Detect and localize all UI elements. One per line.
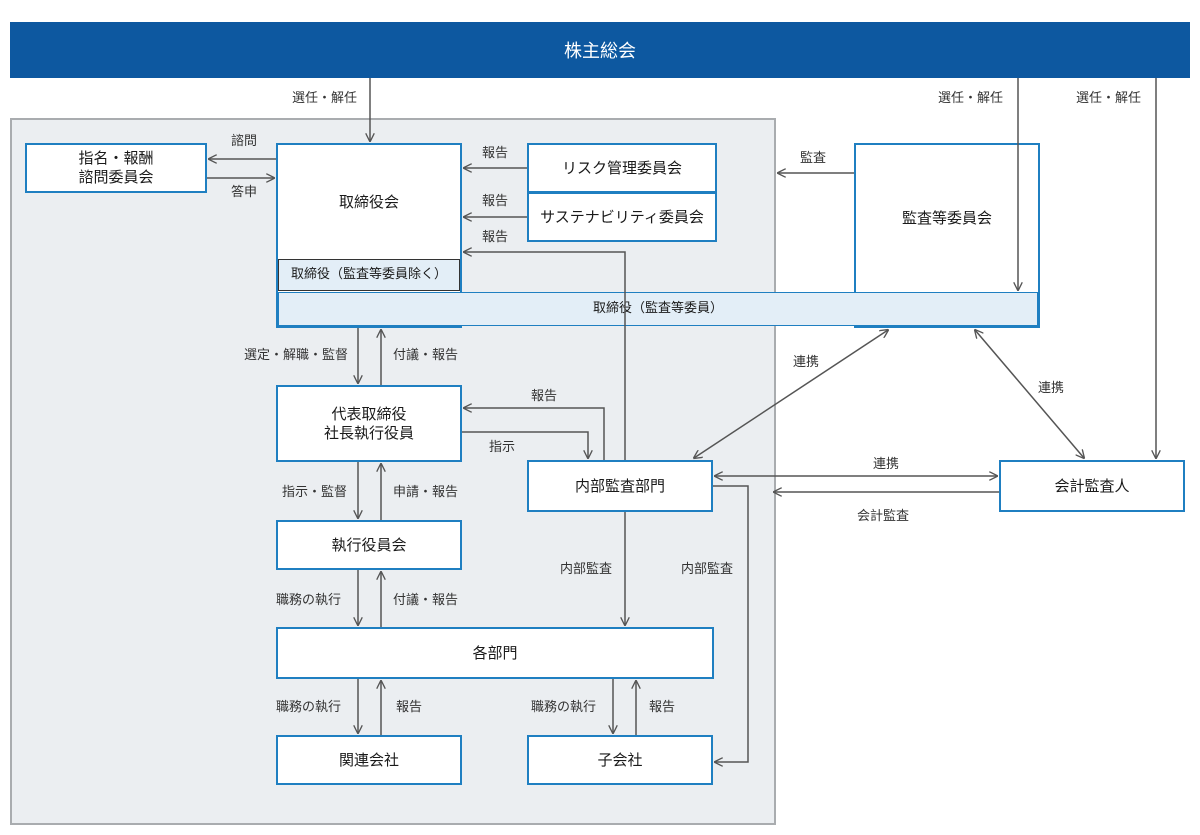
label-duty-exec-3: 職務の執行 [531, 700, 597, 715]
label-report-risk: 報告 [482, 146, 509, 161]
label-report-2: 報告 [396, 700, 423, 715]
affiliates: 関連会社 [276, 735, 462, 785]
label-refer-report-1: 付議・報告 [393, 348, 459, 363]
label-internal-audit-1: 内部監査 [560, 562, 613, 577]
label-elect-audit: 選任・解任 [938, 91, 1004, 106]
ceo: 代表取締役 社長執行役員 [276, 385, 462, 462]
label-elect-acct: 選任・解任 [1076, 91, 1142, 106]
instruct-ia-arrow [462, 431, 588, 458]
label-instruct-supervise: 指示・監督 [282, 485, 348, 500]
label-appoint: 選定・解職・監督 [244, 348, 349, 363]
label-duty-exec-2: 職務の執行 [276, 700, 342, 715]
subsidiaries: 子会社 [527, 735, 713, 785]
label-apply-report: 申請・報告 [393, 485, 459, 500]
coop-arrow-2 [975, 330, 1084, 458]
label-coop-2: 連携 [1038, 381, 1065, 396]
internal-audit-dept: 内部監査部門 [527, 460, 713, 512]
sustainability-committee: サステナビリティ委員会 [527, 192, 717, 242]
board-of-directors-label: 取締役会 [338, 193, 399, 211]
label-accounting-audit: 会計監査 [857, 509, 910, 524]
label-report-sustain: 報告 [482, 194, 509, 209]
directors-audit-members: 取締役（監査等委員） [278, 292, 1038, 326]
label-report-ceo: 報告 [531, 389, 558, 404]
label-coop-1: 連携 [793, 355, 820, 370]
directors-excl-audit: 取締役（監査等委員除く） [278, 259, 460, 291]
label-instruct-ia: 指示 [489, 440, 516, 455]
ia-ceo-report-arrow [464, 408, 605, 460]
accounting-auditor: 会計監査人 [999, 460, 1185, 512]
shareholders-meeting: 株主総会 [10, 22, 1190, 78]
departments: 各部門 [276, 627, 714, 679]
label-duty-exec-1: 職務の執行 [276, 593, 342, 608]
label-internal-audit-2: 内部監査 [681, 562, 734, 577]
label-answer: 答申 [231, 185, 258, 200]
executive-committee: 執行役員会 [276, 520, 462, 570]
label-coop-3: 連携 [873, 457, 900, 472]
label-report-ia-board: 報告 [482, 230, 509, 245]
coop-arrow-1 [694, 330, 888, 458]
ia-report-arrow [464, 252, 626, 460]
label-report-3: 報告 [649, 700, 676, 715]
nomination-committee: 指名・報酬 諮問委員会 [25, 143, 207, 193]
label-refer-report-2: 付議・報告 [393, 593, 459, 608]
label-consult: 諮問 [231, 134, 258, 149]
label-audit: 監査 [800, 151, 827, 166]
label-elect-board: 選任・解任 [292, 91, 358, 106]
internal-audit-arrow-2 [713, 485, 749, 762]
